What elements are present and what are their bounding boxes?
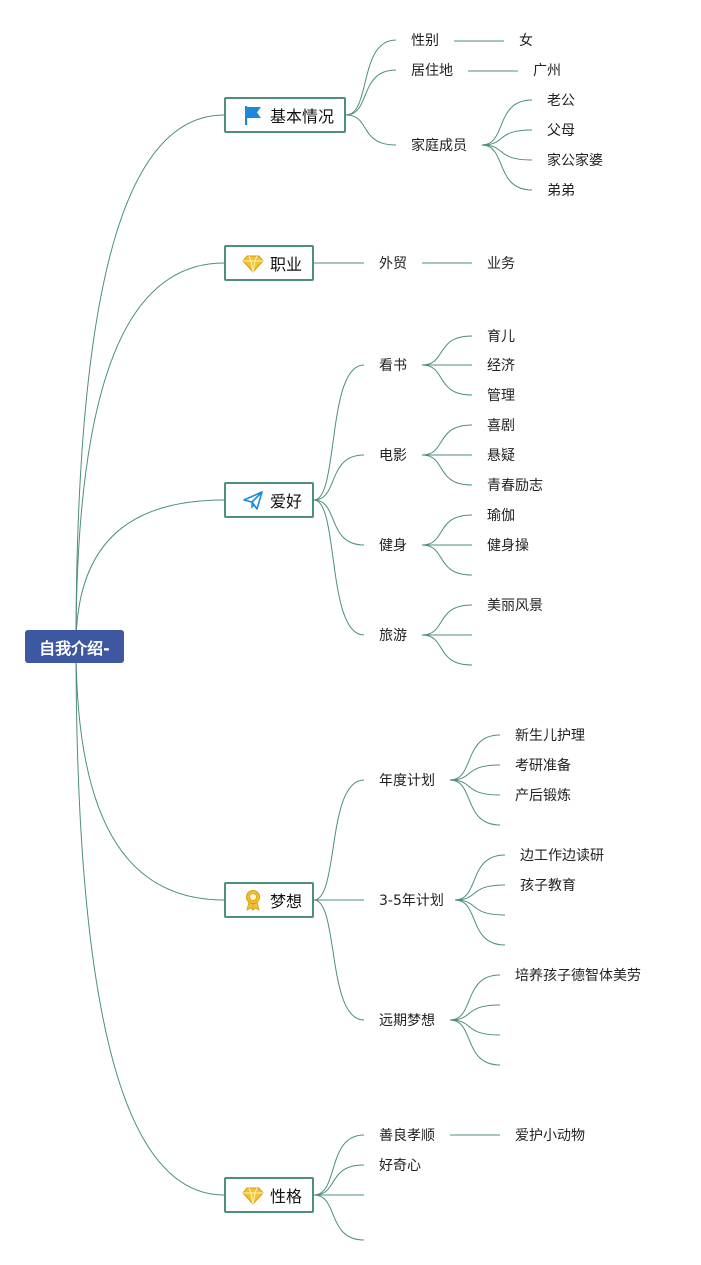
connector-line [421,514,473,546]
connector-line [421,335,473,366]
connector-line [313,364,365,501]
node-reading-item[interactable]: 经济 [487,358,515,374]
connector-line [449,1019,501,1036]
node-movies[interactable]: 电影 [379,448,407,464]
branch-label: 性格 [270,1187,303,1206]
node-kind[interactable]: 善良孝顺 [379,1128,435,1144]
node-annual-plan[interactable]: 年度计划 [379,773,435,789]
node-family-member[interactable]: 家公家婆 [547,153,603,169]
node-longterm-item[interactable]: 培养孩子德智体美劳 [515,968,641,984]
node-fitness[interactable]: 健身 [379,538,407,554]
connector-line [313,779,365,901]
node-residence[interactable]: 居住地 [411,63,453,79]
connector-line [421,604,473,636]
root-label: 自我介绍- [39,638,110,658]
node-midterm-item[interactable]: 边工作边读研 [520,848,604,864]
node-family[interactable]: 家庭成员 [411,138,467,154]
flag-icon [242,104,264,126]
node-travel-item[interactable]: 美丽风景 [487,598,543,614]
node-reading-item[interactable]: 育儿 [487,329,515,345]
node-career-field[interactable]: 外贸 [379,256,407,272]
connector-line [313,499,365,636]
connector-line [313,454,365,501]
connector-line [421,454,473,486]
branch-basic-info[interactable]: 基本情况 [224,97,346,133]
connector-line [75,645,225,901]
node-travel[interactable]: 旅游 [379,628,407,644]
award-medal-icon [242,889,264,911]
branch-label: 爱好 [270,492,303,511]
node-family-member[interactable]: 弟弟 [547,183,575,199]
node-family-member[interactable]: 父母 [547,123,575,139]
connector-line [313,1164,365,1196]
connector-line [75,114,225,647]
node-gender-value[interactable]: 女 [519,33,533,49]
connector-line [454,899,506,916]
connector-line [454,899,506,946]
connector-line [421,634,473,666]
node-annual-item[interactable]: 产后锻炼 [515,788,571,804]
branch-hobbies[interactable]: 爱好 [224,482,314,518]
connector-line [75,499,225,647]
node-longterm-dream[interactable]: 远期梦想 [379,1013,435,1029]
node-reading[interactable]: 看书 [379,358,407,374]
node-fitness-item[interactable]: 健身操 [487,538,529,554]
connector-line [75,262,225,647]
connector-line [345,114,397,146]
connector-line [454,854,506,901]
node-midterm-plan[interactable]: 3-5年计划 [379,893,444,909]
connector-line [449,779,501,796]
connector-line [449,1019,501,1066]
node-fitness-item[interactable]: 瑜伽 [487,508,515,524]
connector-line [75,645,225,1196]
node-midterm-item[interactable]: 孩子教育 [520,878,576,894]
connector-line [421,544,473,576]
branch-label: 基本情况 [270,107,335,126]
node-movie-item[interactable]: 喜剧 [487,418,515,434]
connector-line [449,974,501,1021]
connector-line [449,734,501,781]
node-movie-item[interactable]: 悬疑 [487,448,515,464]
connector-line [313,1194,365,1241]
connector-line [449,779,501,826]
node-curious[interactable]: 好奇心 [379,1158,421,1174]
connector-line [454,884,506,901]
node-residence-value[interactable]: 广州 [533,63,561,79]
branch-label: 职业 [270,255,303,274]
node-annual-item[interactable]: 考研准备 [515,758,571,774]
paper-plane-icon [242,489,264,511]
connector-line [481,144,533,161]
branch-dreams[interactable]: 梦想 [224,882,314,918]
connector-line [345,69,397,116]
branch-career[interactable]: 职业 [224,245,314,281]
node-movie-item[interactable]: 青春励志 [487,478,543,494]
node-gender[interactable]: 性别 [411,33,439,49]
connector-line [481,129,533,146]
connector-line [313,499,365,546]
node-family-member[interactable]: 老公 [547,93,575,109]
node-kind-value[interactable]: 爱护小动物 [515,1128,585,1144]
root-node[interactable]: 自我介绍- [25,630,124,663]
connector-line [421,364,473,396]
connector-line [449,1004,501,1021]
branch-label: 梦想 [270,892,303,911]
node-reading-item[interactable]: 管理 [487,388,515,404]
connector-line [481,144,533,191]
connector-line [481,99,533,146]
connector-line [421,424,473,456]
node-annual-item[interactable]: 新生儿护理 [515,728,585,744]
branch-personality[interactable]: 性格 [224,1177,314,1213]
connector-line [313,1134,365,1196]
diamond-icon [242,252,264,274]
connector-line [449,764,501,781]
node-career-role[interactable]: 业务 [487,256,515,272]
connector-line [313,899,365,1021]
diamond-icon [242,1184,264,1206]
connector-line [345,39,397,116]
